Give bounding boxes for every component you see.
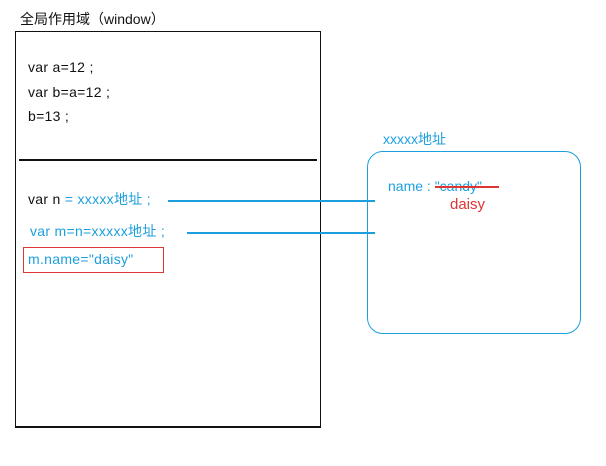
object-name-row: name : "candy" xyxy=(388,178,499,194)
object-old-value-strikethrough: "candy" xyxy=(434,178,499,194)
code-var-n-keyword: var n xyxy=(28,191,61,207)
code-line-var-m: var m=n=xxxxx地址 ; xyxy=(30,223,166,239)
connector-line-n-to-object xyxy=(168,200,375,202)
m-name-highlight-box: m.name="daisy" xyxy=(23,247,164,273)
object-new-value: daisy xyxy=(450,196,486,213)
scope-divider-line xyxy=(19,159,317,161)
code-line-b-reassign: b=13 ; xyxy=(28,108,70,124)
object-name-key: name : xyxy=(388,178,431,194)
global-scope-box xyxy=(15,31,321,428)
connector-line-m-to-object xyxy=(187,232,375,234)
page-title: 全局作用域（window） xyxy=(20,11,165,27)
code-line-m-name-assign: m.name="daisy" xyxy=(28,251,134,267)
code-line-var-a: var a=12 ; xyxy=(28,59,94,75)
code-var-n-address: = xxxxx地址 ; xyxy=(60,191,151,207)
code-line-var-b: var b=a=12 ; xyxy=(28,84,111,100)
code-line-var-n: var n = xxxxx地址 ; xyxy=(28,191,151,207)
heap-object-box xyxy=(367,151,581,334)
object-address-label: xxxxx地址 xyxy=(383,131,446,147)
